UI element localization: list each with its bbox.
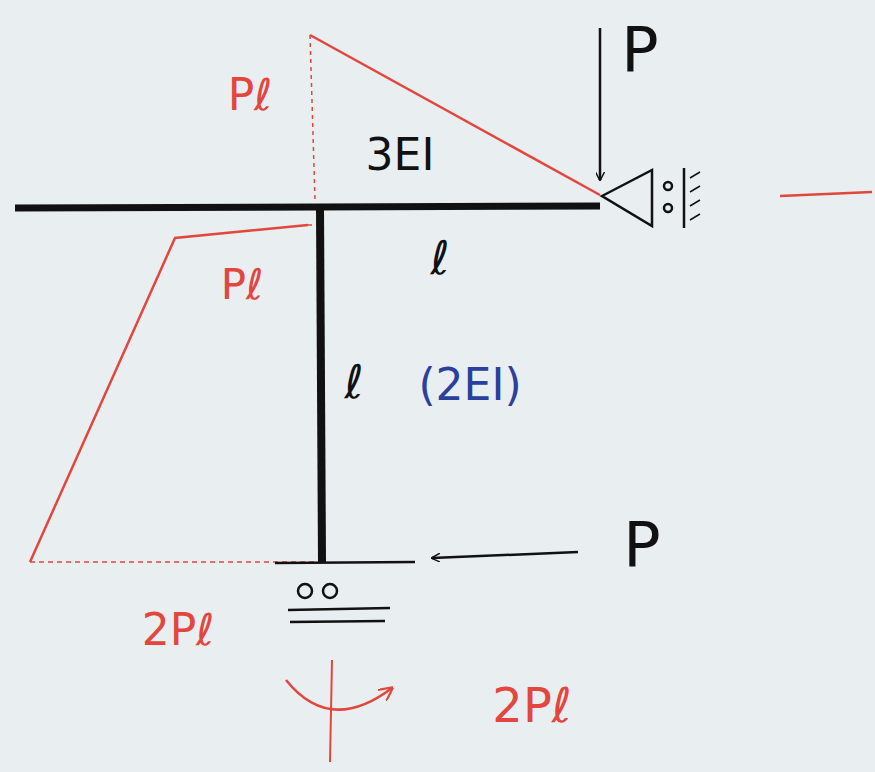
- moment-value: 2Pℓ: [142, 608, 215, 652]
- load-arrows: [432, 28, 600, 558]
- moment-diagram: [30, 35, 872, 762]
- stiffness-label: (2EI): [418, 363, 521, 407]
- roller-support: [275, 562, 415, 622]
- frame-members: [15, 206, 600, 562]
- moment-value: Pℓ: [228, 73, 273, 117]
- moment-value: Pℓ: [221, 264, 264, 306]
- load-label: P: [621, 19, 658, 81]
- load-label: P: [623, 514, 660, 576]
- length-label: ℓ: [430, 235, 449, 281]
- stiffness-label: 3EI: [366, 133, 435, 177]
- moment-value: 2Pℓ: [492, 681, 571, 729]
- length-label: ℓ: [344, 359, 363, 405]
- pin-support: [602, 168, 700, 228]
